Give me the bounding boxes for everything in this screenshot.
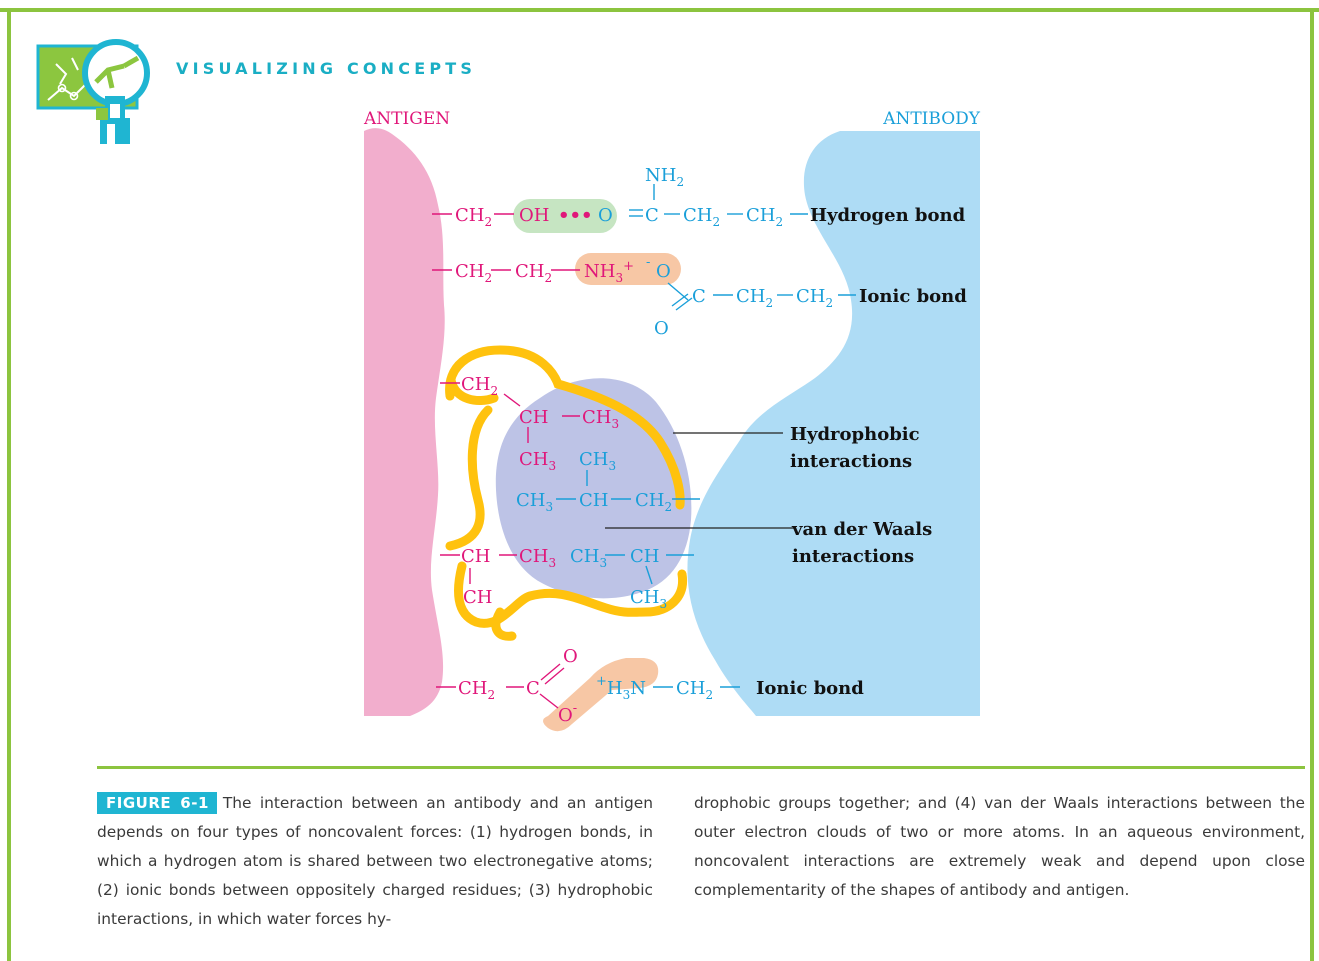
ionic1-nh3: NH3+ xyxy=(584,259,634,285)
hbond-ch2-b: CH2 xyxy=(746,205,783,229)
frame-left-border xyxy=(7,8,11,961)
hbond-o: O xyxy=(598,205,613,226)
ionic2-ch2-b: CH2 xyxy=(676,678,713,702)
ionic1-o-minus: O xyxy=(656,261,671,282)
vdw-label-1: van der Waals xyxy=(791,519,932,540)
hydro-ch2: CH2 xyxy=(461,374,498,398)
hydro-ch3-a: CH3 xyxy=(582,407,619,431)
caption-separator xyxy=(97,766,1305,769)
hydrogen-bond-label: Hydrogen bond xyxy=(810,205,966,226)
antigen-surface xyxy=(364,128,445,716)
hbond-c: C xyxy=(645,205,659,226)
antigen-label: ANTIGEN xyxy=(363,109,450,129)
hbond-dots: ••• xyxy=(558,205,593,226)
ionic-bond-label-2: Ionic bond xyxy=(756,678,864,699)
section-title: VISUALIZING CONCEPTS xyxy=(176,59,477,78)
hydro-ch3-b: CH3 xyxy=(519,449,556,473)
hydro-ch3-c: CH3 xyxy=(579,449,616,473)
hbond-highlight xyxy=(513,199,617,233)
ionic2-o-double: O xyxy=(563,646,578,667)
ionic2-h3n: +H3N xyxy=(596,674,646,702)
ionic1-ch2-a: CH2 xyxy=(455,261,492,285)
hydro-ch: CH xyxy=(519,407,548,428)
hydro-ch-b: CH xyxy=(579,490,608,511)
ionic1-o-double: O xyxy=(654,318,669,339)
magnifier-molecule-icon xyxy=(36,39,150,144)
hydro-ch2-b: CH2 xyxy=(635,490,672,514)
caption-left-text: The interaction between an antibody and … xyxy=(97,794,653,928)
hydro-ch-d: CH xyxy=(630,546,659,567)
ionic1-ch2-b: CH2 xyxy=(515,261,552,285)
hbond-nh2: NH2 xyxy=(645,165,684,189)
ionic1-minus: - xyxy=(646,255,650,270)
caption-right-text: drophobic groups together; and (4) van d… xyxy=(694,794,1305,899)
figure-label: FIGURE 6-1 xyxy=(97,792,217,814)
hydro-ch3-f: CH3 xyxy=(570,546,607,570)
ionic-bond-label-1: Ionic bond xyxy=(859,286,967,307)
hydro-ch3-g: CH3 xyxy=(630,587,667,611)
hbond-oh: OH xyxy=(519,205,549,226)
ionic-highlight-2 xyxy=(543,658,659,732)
antibody-surface xyxy=(687,131,980,716)
ionic-highlight-1 xyxy=(575,253,681,285)
ionic2-c: C xyxy=(526,678,540,699)
ionic1-ch2-c: CH2 xyxy=(736,286,773,310)
ionic2-ch2: CH2 xyxy=(458,678,495,702)
hydro-ch-c: CH xyxy=(461,546,490,567)
hydro-ch3-e: CH3 xyxy=(519,546,556,570)
ionic1-c: C xyxy=(692,286,706,307)
hbond-ch2-a: CH2 xyxy=(683,205,720,229)
vdw-label-2: interactions xyxy=(792,546,914,567)
caption-right-column: drophobic groups together; and (4) van d… xyxy=(694,789,1305,905)
frame-top-border xyxy=(0,8,1319,12)
frame-right-border xyxy=(1310,8,1314,961)
ionic1-ch2-d: CH2 xyxy=(796,286,833,310)
hydrophobic-label-1: Hydrophobic xyxy=(790,424,920,445)
hbond-ch2: CH2 xyxy=(455,205,492,229)
hydrophobic-outline xyxy=(445,345,685,510)
hydro-ch-e: CH xyxy=(463,587,492,608)
antibody-label: ANTIBODY xyxy=(882,109,981,129)
hydro-ch3-d: CH3 xyxy=(516,490,553,514)
vdw-blob xyxy=(495,378,692,599)
hydrophobic-label-2: interactions xyxy=(790,451,912,472)
ionic2-o-minus: O- xyxy=(558,701,577,726)
